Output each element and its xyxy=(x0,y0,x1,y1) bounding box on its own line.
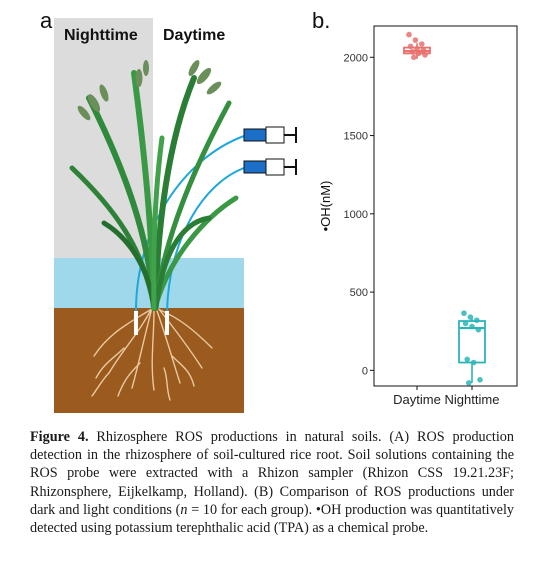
x-tick-label: Daytime xyxy=(393,392,441,407)
y-tick-label: 2000 xyxy=(344,52,368,64)
data-point xyxy=(407,43,414,50)
data-point xyxy=(406,31,412,38)
soil-layer xyxy=(54,308,244,413)
panel-a-label: a. xyxy=(40,8,59,33)
rice-root-illustration: Nighttime Daytime xyxy=(54,18,297,413)
data-point xyxy=(475,326,482,333)
data-point xyxy=(422,52,428,58)
data-point xyxy=(474,317,480,324)
data-point xyxy=(411,54,417,61)
y-tick-label: 500 xyxy=(350,287,368,299)
data-point xyxy=(462,320,469,327)
data-point xyxy=(461,310,467,317)
caption-n-symbol: n xyxy=(180,501,188,518)
oh-boxplot-chart: 0 500 1000 1500 2000 •OH(nM) Daytime Nighttime xyxy=(318,25,518,407)
daytime-label: Daytime xyxy=(163,27,225,44)
syringe-upper xyxy=(243,126,297,144)
data-point xyxy=(409,49,415,55)
rice-panicles xyxy=(77,60,222,121)
roots xyxy=(91,307,213,401)
data-point xyxy=(415,50,422,57)
data-point xyxy=(420,47,427,54)
rhizon-probe-left xyxy=(134,311,138,335)
nighttime-label: Nighttime xyxy=(64,27,138,44)
x-tick-label: Nighttime xyxy=(445,392,500,407)
rhizon-probe-right xyxy=(165,311,169,335)
caption-text-2: = 10 for each group). •OH production was… xyxy=(30,501,515,537)
plot-frame xyxy=(373,25,518,387)
data-point xyxy=(469,323,475,330)
tube-right xyxy=(166,167,245,312)
y-tick-label: 0 xyxy=(362,365,368,377)
data-point xyxy=(467,314,474,320)
data-point xyxy=(414,45,420,52)
y-tick-label: 1500 xyxy=(344,131,368,143)
data-point xyxy=(466,380,472,386)
y-axis-label: •OH(nM) xyxy=(318,181,333,232)
y-tick-label: 1000 xyxy=(344,209,368,221)
caption-text-1: Rhizosphere ROS productions in natural s… xyxy=(30,429,514,518)
data-point xyxy=(470,359,477,366)
data-point xyxy=(464,356,470,363)
panel-b-label: b. xyxy=(312,8,331,33)
data-point xyxy=(477,376,483,383)
figure-caption: Figure 4. Rhizosphere ROS productions in… xyxy=(30,428,514,537)
syringe-lower xyxy=(243,158,297,176)
data-point xyxy=(419,41,425,47)
tube-left xyxy=(135,135,245,312)
data-point xyxy=(412,37,419,43)
rice-plant xyxy=(69,70,239,311)
figure-label: Figure 4. xyxy=(30,429,89,445)
